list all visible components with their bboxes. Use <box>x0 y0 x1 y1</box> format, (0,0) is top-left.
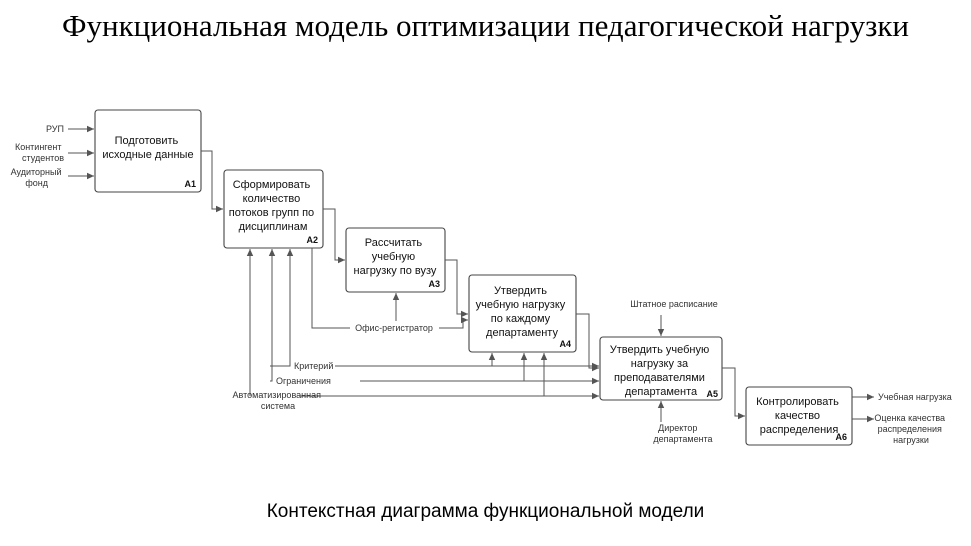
label-limits: Ограничения <box>276 376 331 386</box>
activity-a5-label: Утвердить учебную нагрузку за преподават… <box>610 344 713 398</box>
activity-a3-number: A3 <box>428 279 440 289</box>
label-contingent-line: Контингент <box>15 142 62 152</box>
arrow-a3-a4 <box>445 259 468 318</box>
label-office-line: Офис-регистратор <box>355 323 433 333</box>
label-output-load: Учебная нагрузка <box>878 392 952 402</box>
label-contingent: Контингент студентов <box>15 142 64 163</box>
label-rup-line: РУП <box>46 124 64 134</box>
arrow-criterion-to-a2 <box>270 249 294 367</box>
label-office: Офис-регистратор <box>355 323 433 333</box>
activity-box-a1: Подготовить исходные данные A1 <box>94 109 202 193</box>
activity-a2-number: A2 <box>306 235 318 245</box>
label-criterion-line: Критерий <box>294 361 333 371</box>
activity-a5-line: Утвердить учебную <box>610 344 709 356</box>
arrow-system-to-a4 <box>530 353 548 397</box>
activity-a2-line: Сформировать <box>233 179 311 191</box>
arrow-criterion-to-a4 <box>478 353 496 367</box>
activity-box-a6: Контролировать качество распределения A6 <box>745 386 853 446</box>
label-fund-line: фонд <box>25 178 48 188</box>
label-output-quality-line: Оценка качества <box>874 413 945 423</box>
activity-a3-line: нагрузку по вузу <box>354 265 437 277</box>
arrow-a1-a2 <box>201 150 223 213</box>
label-output-quality: Оценка качества распределения нагрузки <box>874 413 947 445</box>
activity-a6-line: распределения <box>760 424 839 436</box>
label-rup: РУП <box>46 124 64 134</box>
label-limits-line: Ограничения <box>276 376 331 386</box>
label-system: Автоматизированная система <box>233 390 324 411</box>
activity-a2-label: Сформировать количество потоков групп по… <box>229 179 317 233</box>
activity-a1-label: Подготовить исходные данные <box>102 135 193 161</box>
label-system-line: Автоматизированная <box>233 390 322 400</box>
activity-a6-label: Контролировать качество распределения <box>756 396 842 436</box>
activity-a6-line: качество <box>775 410 820 422</box>
activity-box-a3: Рассчитать учебную нагрузку по вузу A3 <box>345 227 446 293</box>
activity-a4-line: по каждому <box>491 313 551 325</box>
activity-box-a4: Утвердить учебную нагрузку по каждому де… <box>468 274 577 353</box>
activity-box-a2: Сформировать количество потоков групп по… <box>223 169 324 249</box>
arrow-limits-to-a4 <box>510 353 528 382</box>
arrow-a4-a5 <box>576 313 599 372</box>
activity-a1-line: исходные данные <box>102 149 193 161</box>
activity-box-a5: Утвердить учебную нагрузку за преподават… <box>599 336 723 401</box>
activity-a3-line: Рассчитать <box>365 237 423 249</box>
activity-a5-line: нагрузку за <box>631 358 689 370</box>
activity-a6-line: Контролировать <box>756 396 839 408</box>
arrow-a5-a6 <box>722 367 745 420</box>
activity-a4-number: A4 <box>559 339 571 349</box>
label-fund-line: Аудиторный <box>11 167 62 177</box>
arrow-a2-a3 <box>323 208 345 264</box>
activity-a6-frame <box>745 386 853 446</box>
arrow-limits-to-a2 <box>268 249 276 382</box>
activity-a2-line: количество <box>243 193 301 205</box>
activity-a5-line: департамента <box>625 386 698 398</box>
activity-a2-line: дисциплинам <box>239 221 308 233</box>
label-output-quality-line: распределения <box>878 424 942 434</box>
arrow-office-branch-a2 <box>311 248 350 329</box>
label-output-load-line: Учебная нагрузка <box>878 392 952 402</box>
diagram-caption: Контекстная диаграмма функциональной мод… <box>266 501 705 522</box>
label-system-line: система <box>261 401 295 411</box>
label-contingent-line: студентов <box>22 153 64 163</box>
activity-a2-line: потоков групп по <box>229 207 314 219</box>
activity-a3-label: Рассчитать учебную нагрузку по вузу <box>354 237 437 277</box>
activity-a4-line: департаменту <box>486 327 558 339</box>
activity-a1-line: Подготовить <box>115 135 179 147</box>
label-director-line: Директор <box>658 423 697 433</box>
activity-a1-number: A1 <box>184 179 196 189</box>
label-output-quality-line: нагрузки <box>893 435 929 445</box>
label-criterion: Критерий <box>294 361 333 371</box>
page-title: Функциональная модель оптимизации педаго… <box>62 8 909 43</box>
activity-a5-line: преподавателями <box>614 372 705 384</box>
label-fund: Аудиторный фонд <box>11 167 64 188</box>
arrow-office-to-a4 <box>439 316 468 329</box>
activity-a4-label: Утвердить учебную нагрузку по каждому де… <box>476 285 569 339</box>
label-staff-line: Штатное расписание <box>630 299 718 309</box>
activity-a5-number: A5 <box>706 389 718 399</box>
activity-a3-line: учебную <box>372 251 415 263</box>
activity-a4-line: учебную нагрузку <box>476 299 566 311</box>
activity-a6-number: A6 <box>835 432 847 442</box>
label-director-line: департамента <box>653 434 712 444</box>
label-director: Директор департамента <box>653 423 712 444</box>
label-staff: Штатное расписание <box>630 299 718 309</box>
activity-a4-line: Утвердить <box>494 285 547 297</box>
